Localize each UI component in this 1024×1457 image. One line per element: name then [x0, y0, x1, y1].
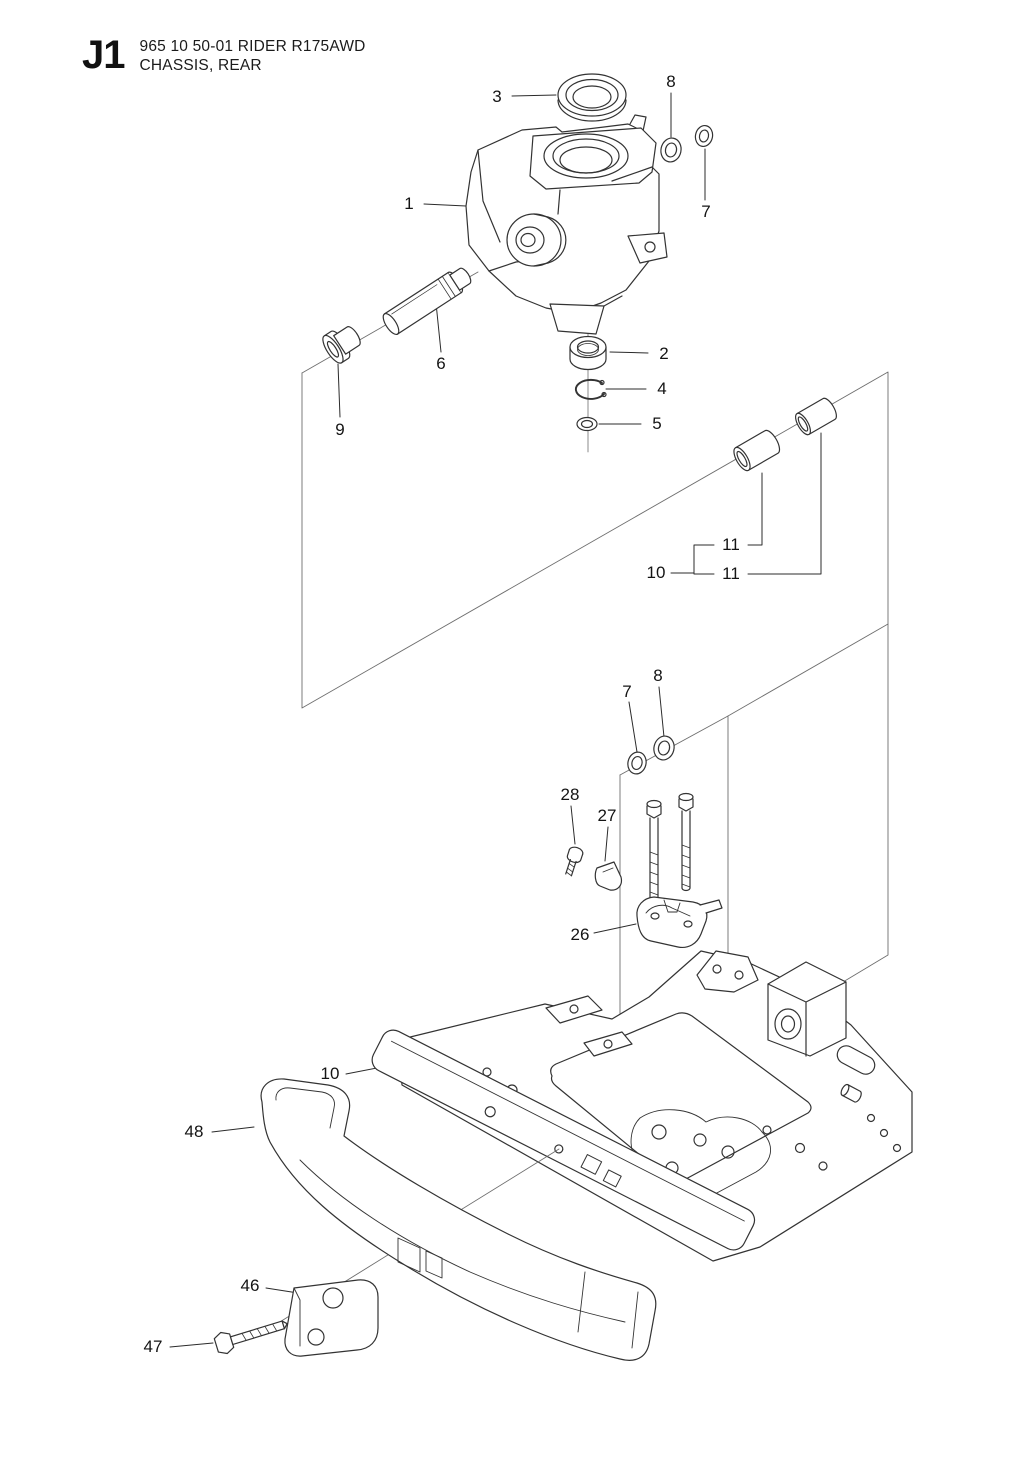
projection-lines — [301, 271, 889, 1074]
part5-washer — [576, 416, 598, 432]
part27-bolt-b — [678, 792, 694, 892]
part6-pivot-pin — [382, 267, 472, 336]
part47-bolt — [213, 1320, 288, 1355]
part10-front-bar — [371, 1029, 756, 1251]
part4-circlip — [575, 378, 607, 400]
part26-clamp — [636, 896, 723, 949]
part46-bracket — [284, 1279, 379, 1357]
page-titles: 965 10 50-01 RIDER R175AWD CHASSIS, REAR — [140, 36, 366, 75]
part10-chassis-frame — [397, 950, 913, 1262]
part28-screw — [565, 846, 584, 877]
part48-bumper — [260, 1078, 657, 1361]
part27-clip — [594, 861, 623, 891]
part7-washer-top — [694, 124, 714, 148]
part8-washer-lower — [653, 735, 675, 761]
section-id: J1 — [82, 33, 125, 77]
part27-bolt-a — [646, 799, 662, 902]
page-header: J1 965 10 50-01 RIDER R175AWD CHASSIS, R… — [82, 33, 366, 77]
title-model: 965 10 50-01 RIDER R175AWD — [139, 38, 366, 55]
part1-gearbox-housing — [465, 114, 668, 335]
part11-bushing-b — [795, 397, 837, 436]
part11-bushing-a — [733, 429, 781, 472]
part2-bushing — [569, 335, 607, 371]
part9-bushing — [322, 326, 361, 364]
part8-washer-top — [660, 137, 682, 163]
part7-washer-lower — [627, 751, 647, 775]
title-section: CHASSIS, REAR — [139, 56, 262, 74]
part3-bearing-ring — [557, 73, 627, 122]
